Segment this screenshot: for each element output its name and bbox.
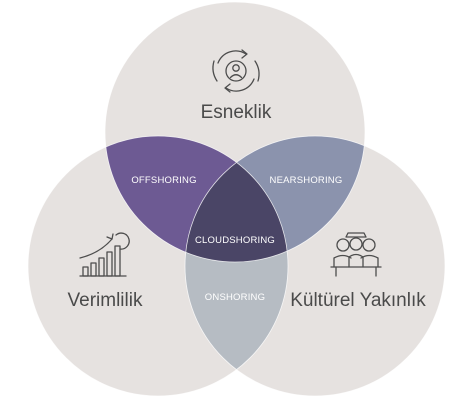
label-cloudshoring: CLOUDSHORING [195,235,275,246]
region-cloudshoring [185,136,288,262]
label-offshoring: OFFSHORING [131,175,196,186]
label-verimlilik: Verimlilik [68,290,143,311]
cycle-person-icon [212,49,260,93]
label-kulturel-yakinlik: Kültürel Yakınlık [290,290,426,311]
people-group-icon [330,232,382,277]
label-esneklik: Esneklik [201,102,272,123]
label-onshoring: ONSHORING [205,292,265,303]
circle-outlines [27,1,446,397]
growth-chart-icon [79,232,130,277]
label-nearshoring: NEARSHORING [270,175,343,186]
